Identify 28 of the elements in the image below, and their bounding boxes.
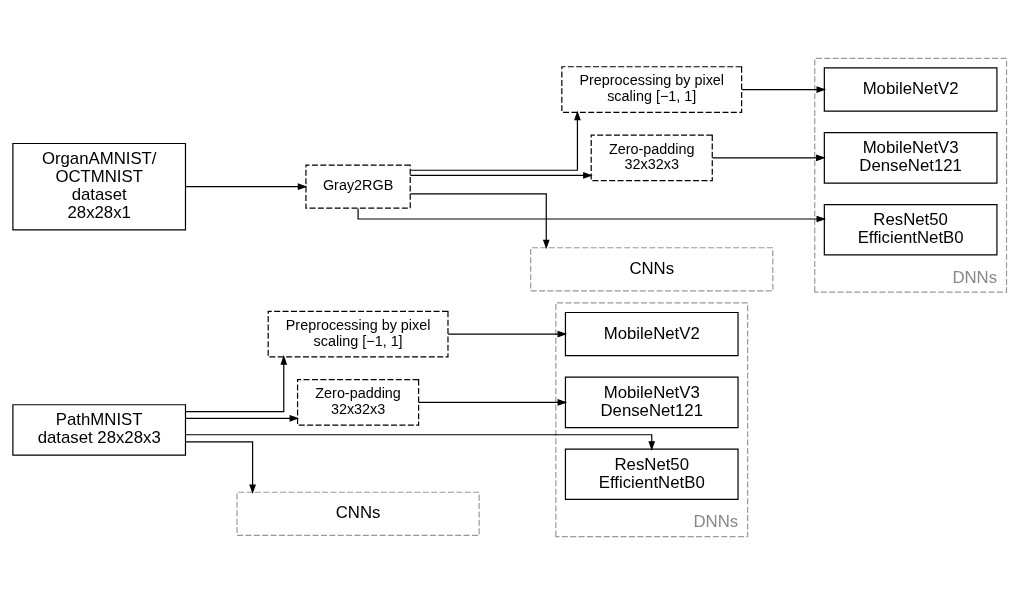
- node-box: Preprocessing by pixel scaling [−1, 1]: [561, 66, 743, 113]
- arrow: [410, 110, 581, 171]
- arrow: [184, 355, 288, 413]
- arrow: [185, 415, 300, 422]
- arrow: [741, 86, 827, 93]
- node-box: ResNet50 EfficientNetB0: [823, 204, 998, 256]
- node-box: ResNet50 EfficientNetB0: [564, 448, 739, 501]
- node-box: PathMNIST dataset 28x28x3: [12, 404, 187, 456]
- arrow: [357, 207, 827, 223]
- node-box: Gray2RGB: [305, 164, 411, 209]
- arrow: [409, 193, 550, 250]
- arrow: [185, 183, 308, 190]
- arrow: [185, 441, 256, 495]
- node-box: Zero-padding 32x32x3: [296, 379, 420, 426]
- node-box: Zero-padding 32x32x3: [590, 134, 713, 182]
- arrow: [447, 330, 568, 338]
- node-box: MobileNetV3 DenseNet121: [823, 132, 998, 184]
- node-box: MobileNetV2: [823, 67, 998, 112]
- arrow: [418, 399, 568, 406]
- node-box: CNNs: [236, 491, 480, 536]
- node-box: OrganAMNIST/ OCTMNIST dataset 28x28x1: [12, 142, 187, 231]
- arrow: [409, 172, 593, 179]
- arrow: [184, 434, 656, 451]
- node-box: MobileNetV3 DenseNet121: [564, 376, 739, 429]
- node-box: CNNs: [530, 247, 774, 292]
- node-box: MobileNetV2: [564, 311, 739, 357]
- arrow: [711, 154, 826, 162]
- node-box: Preprocessing by pixel scaling [−1, 1]: [267, 310, 449, 358]
